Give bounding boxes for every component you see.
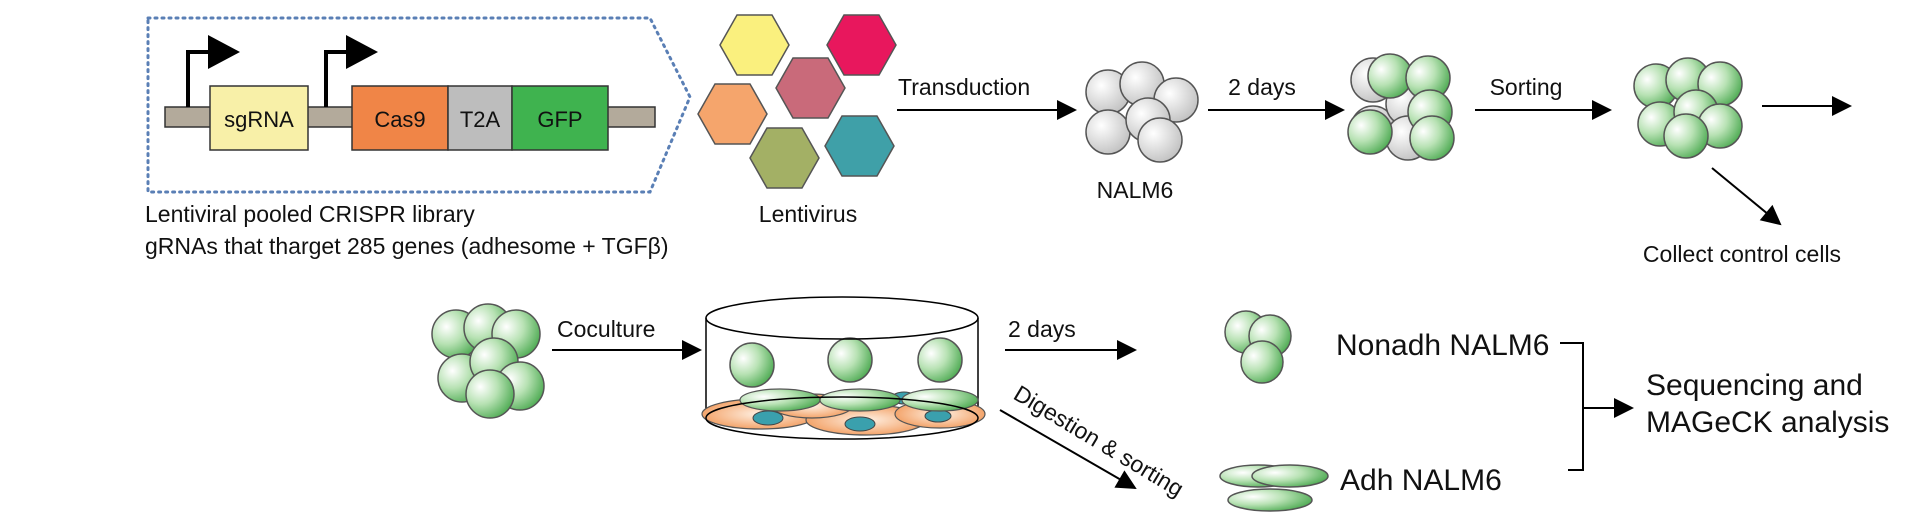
gfp-label: GFP bbox=[537, 107, 582, 132]
hexagon-teal bbox=[824, 115, 895, 177]
t2a-label: T2A bbox=[460, 107, 501, 132]
nonadh-cell-cluster bbox=[1224, 310, 1292, 384]
hexagon-orange bbox=[697, 83, 768, 145]
coculture-input-cluster bbox=[431, 303, 545, 419]
hexagon-yellow bbox=[719, 14, 790, 76]
adh-cell-cluster bbox=[1219, 464, 1329, 512]
coculture-dish bbox=[701, 296, 986, 440]
digestion-sorting-arrow bbox=[999, 409, 1137, 490]
promoter-arrow-1-icon bbox=[186, 50, 210, 107]
sorting-label: Sorting bbox=[1490, 74, 1563, 100]
lentivirus-hexagons bbox=[697, 14, 897, 189]
transduction-label: Transduction bbox=[898, 74, 1030, 100]
nalm6-label: NALM6 bbox=[1097, 177, 1174, 203]
nalm6-cell-cluster bbox=[1085, 61, 1199, 163]
lentivirus-label: Lentivirus bbox=[759, 201, 857, 227]
two-days-top-label: 2 days bbox=[1228, 74, 1296, 100]
sgrna-label: sgRNA bbox=[224, 107, 294, 132]
promoter-arrow-2-icon bbox=[324, 50, 348, 107]
two-days-bottom-label: 2 days bbox=[1008, 316, 1076, 342]
coculture-label: Coculture bbox=[557, 316, 655, 342]
library-dotted-outline bbox=[146, 16, 692, 194]
library-caption-line2: gRNAs that tharget 285 genes (adhesome +… bbox=[145, 233, 669, 259]
adh-label: Adh NALM6 bbox=[1340, 464, 1502, 497]
nonadh-label: Nonadh NALM6 bbox=[1336, 329, 1549, 362]
collect-control-arrow bbox=[1711, 167, 1782, 226]
gfp-box bbox=[511, 85, 609, 151]
mixed-cell-cluster bbox=[1347, 53, 1455, 161]
hexagon-red bbox=[826, 14, 897, 76]
hexagon-pink bbox=[775, 57, 846, 119]
hexagon-olive bbox=[749, 127, 820, 189]
digestion-sorting-label: Digestion & sorting bbox=[1009, 380, 1188, 502]
t2a-box bbox=[447, 85, 513, 151]
sgrna-box bbox=[209, 85, 309, 151]
sorted-green-cluster bbox=[1633, 57, 1743, 159]
sequencing-label-line1: Sequencing and bbox=[1646, 369, 1863, 402]
library-caption-line1: Lentiviral pooled CRISPR library bbox=[145, 201, 475, 227]
merge-bracket bbox=[1560, 342, 1584, 471]
cas9-label: Cas9 bbox=[374, 107, 425, 132]
collect-control-label: Collect control cells bbox=[1643, 241, 1841, 267]
sequencing-label-line2: MAGeCK analysis bbox=[1646, 406, 1889, 439]
